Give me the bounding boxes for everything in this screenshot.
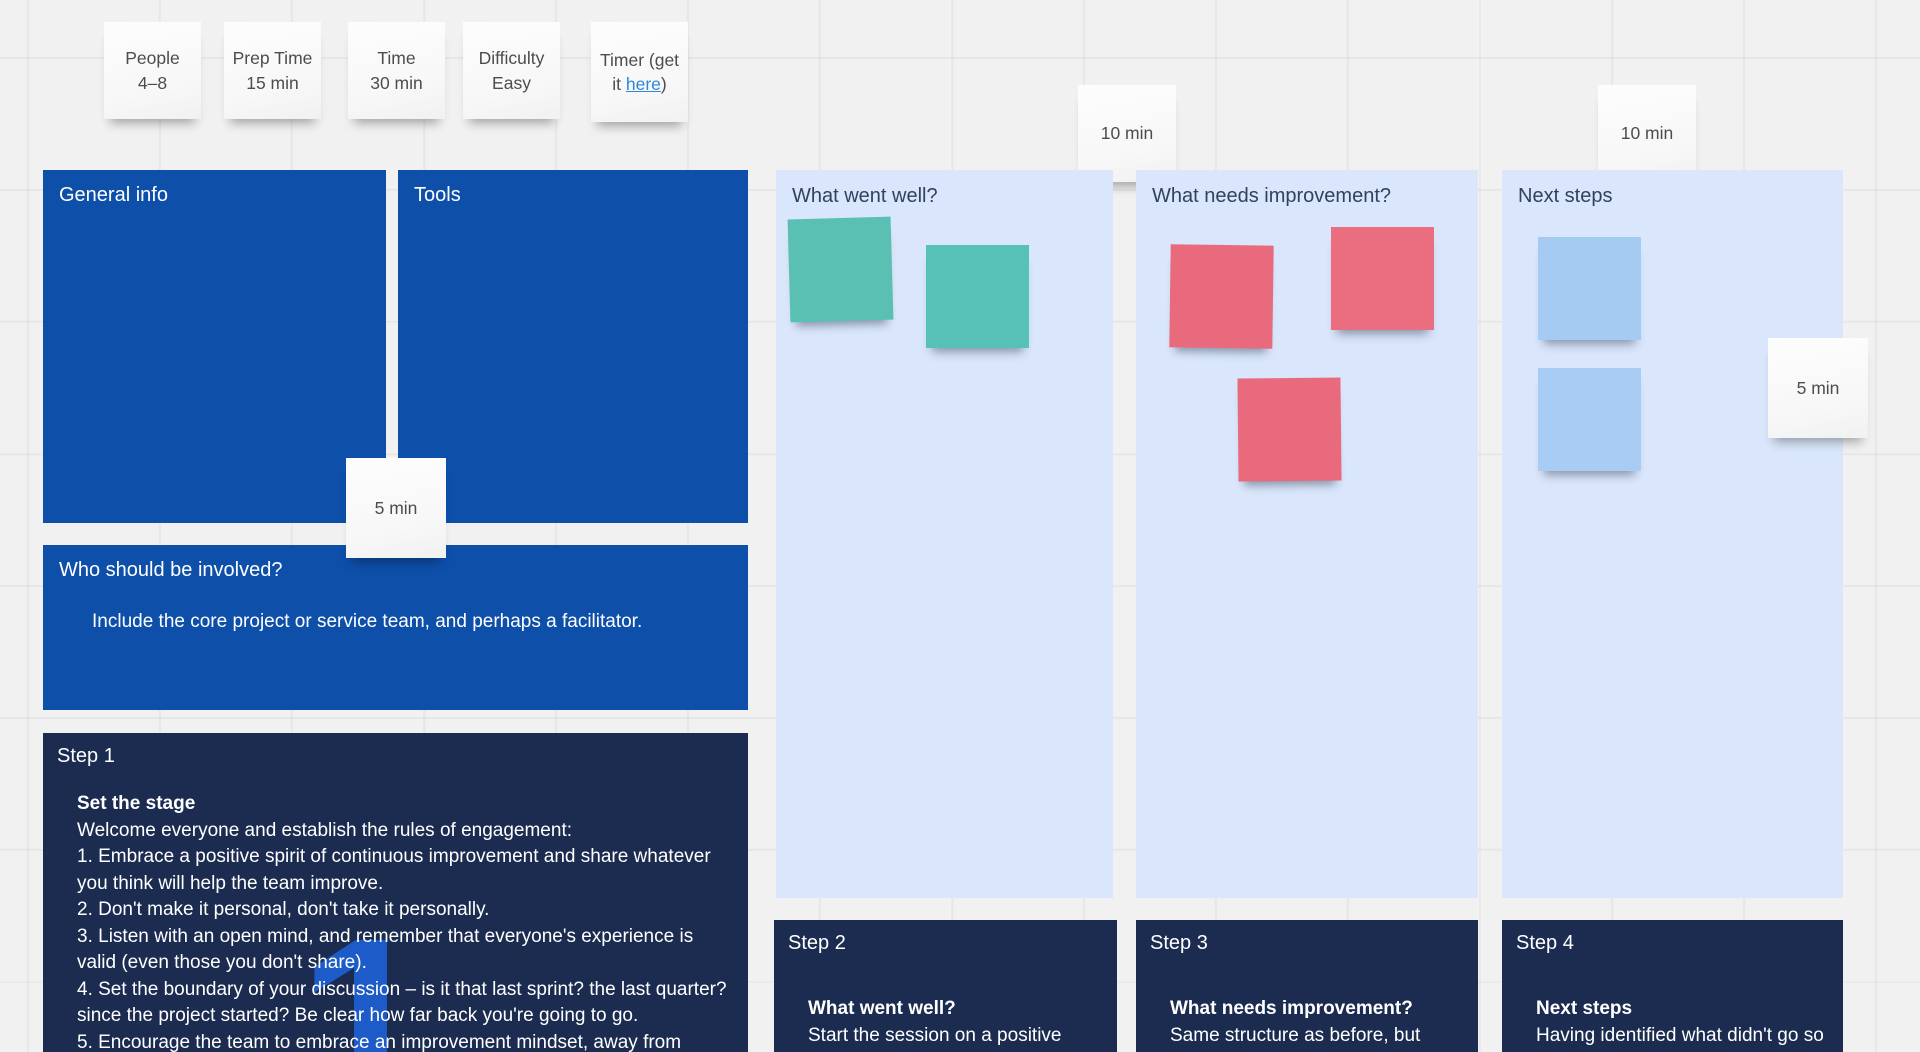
sticky-text: 10 min — [1100, 123, 1154, 144]
sticky-note-5min-right[interactable]: 5 min — [1768, 338, 1868, 438]
step-body-text: Next steps Having identified what didn't… — [1536, 996, 1826, 1052]
sticky-note-red[interactable] — [1237, 377, 1342, 482]
panel-general-info[interactable]: General info — [43, 170, 386, 523]
sticky-note-teal[interactable] — [926, 245, 1029, 348]
step-rule: 3. Listen with an open mind, and remembe… — [77, 925, 694, 974]
step-rule: 5. Encourage the team to embrace an impr… — [77, 1031, 682, 1052]
sticky-note-10min-a[interactable]: 10 min — [1078, 85, 1176, 182]
timer-link[interactable]: here — [625, 74, 661, 94]
sticky-note-5min-left[interactable]: 5 min — [346, 458, 446, 558]
panel-step-3[interactable]: 3 Step 3 What needs improvement? Same st… — [1136, 920, 1478, 1052]
step-subtitle: What went well? — [808, 998, 956, 1019]
step-label: Step 3 — [1150, 932, 1208, 954]
column-title: What went well? — [792, 185, 938, 207]
sticky-text: 5 min — [374, 497, 418, 518]
step-number-watermark: 3 — [1246, 1020, 1379, 1052]
sticky-note-blue[interactable] — [1538, 237, 1641, 340]
step-rule: 2. Don't make it personal, don't take it… — [77, 899, 490, 920]
panel-title: Tools — [414, 184, 461, 206]
sticky-note-10min-b[interactable]: 10 min — [1598, 85, 1696, 182]
step-label: Step 1 — [57, 745, 115, 767]
step-text: Start the session on a positive note. Ha… — [808, 1024, 1069, 1052]
step-number-watermark: 2 — [904, 1020, 1037, 1052]
panel-title: General info — [59, 184, 168, 206]
step-label: Step 2 — [788, 932, 846, 954]
step-number-watermark: 4 — [1627, 1020, 1760, 1052]
step-body-text: What needs improvement? Same structure a… — [1170, 996, 1460, 1052]
step-body-text: What went well? Start the session on a p… — [808, 996, 1098, 1052]
step-rule: 1. Embrace a positive spirit of continuo… — [77, 846, 711, 894]
step-text: Same structure as before, but using pink… — [1170, 1024, 1421, 1052]
panel-tools[interactable]: Tools — [398, 170, 748, 523]
panel-step-4[interactable]: 4 Step 4 Next steps Having identified wh… — [1502, 920, 1843, 1052]
step-subtitle: Set the stage — [77, 793, 196, 814]
sticky-note-red[interactable] — [1169, 244, 1274, 349]
step-subtitle: Next steps — [1536, 998, 1633, 1019]
step-number-watermark: 1 — [298, 888, 432, 1052]
step-rule: 4. Set the boundary of your discussion –… — [77, 978, 727, 1027]
step-label: Step 4 — [1516, 932, 1574, 954]
sticky-note-blue[interactable] — [1538, 368, 1641, 471]
step-subtitle: What needs improvement? — [1170, 998, 1413, 1019]
sticky-text: 10 min — [1620, 123, 1674, 144]
panel-step-1[interactable]: 1 Step 1 Set the stage Welcome everyone … — [43, 733, 748, 1052]
step-body-text: Set the stage Welcome everyone and estab… — [77, 791, 737, 1052]
panel-body-text: Include the core project or service team… — [92, 611, 643, 632]
panel-step-2[interactable]: 2 Step 2 What went well? Start the sessi… — [774, 920, 1117, 1052]
sticky-note-red[interactable] — [1331, 227, 1434, 330]
sticky-text: 5 min — [1796, 377, 1840, 398]
panel-title: Who should be involved? — [59, 559, 283, 581]
column-title: Next steps — [1518, 185, 1613, 207]
column-title: What needs improvement? — [1152, 185, 1392, 207]
panel-who-should-be-involved[interactable]: Who should be involved? Include the core… — [43, 545, 748, 710]
sticky-note-teal[interactable] — [787, 216, 894, 323]
step-intro: Welcome everyone and establish the rules… — [77, 819, 573, 841]
step-text: Having identified what didn't go so well… — [1536, 1024, 1824, 1052]
